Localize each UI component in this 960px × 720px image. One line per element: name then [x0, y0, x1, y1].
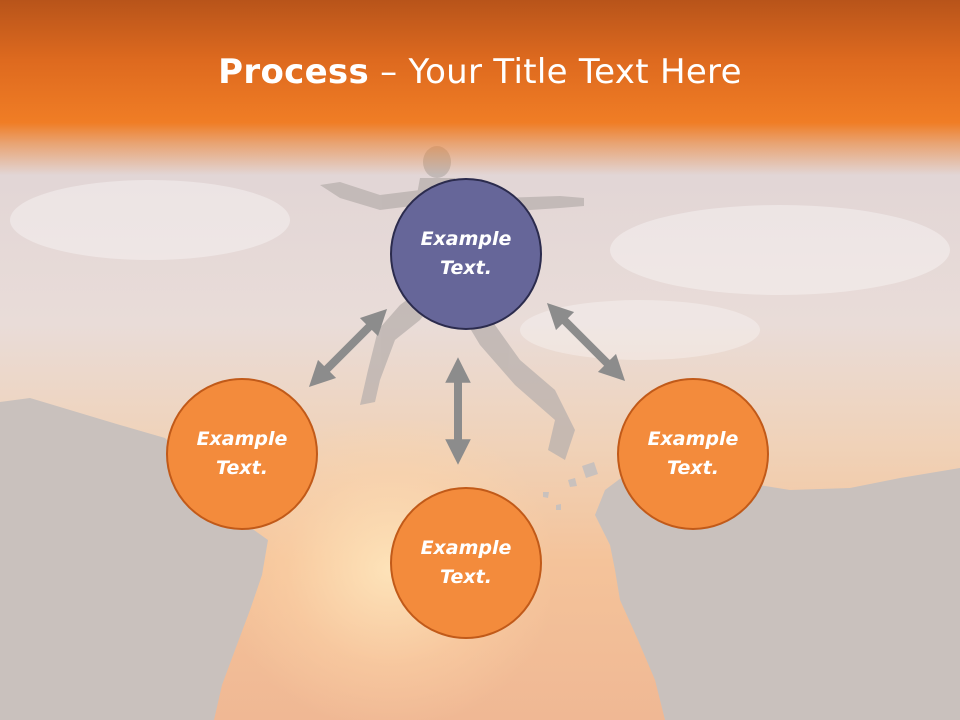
- double-arrow-right: [546, 302, 626, 382]
- rock-fragment: [543, 492, 549, 498]
- center-node-label: Example Text.: [420, 228, 512, 279]
- bottom-node[interactable]: Example Text.: [390, 487, 542, 639]
- rock-fragment: [556, 504, 561, 510]
- double-arrow-left: [308, 308, 388, 388]
- title-rest: – Your Title Text Here: [369, 52, 742, 92]
- right-cliff: [595, 468, 960, 720]
- center-node[interactable]: Example Text.: [390, 178, 542, 330]
- right-node[interactable]: Example Text.: [617, 378, 769, 530]
- slide-title: Process – Your Title Text Here: [0, 52, 960, 92]
- bottom-node-label: Example Text.: [420, 537, 512, 588]
- cloud: [10, 180, 290, 260]
- title-band: [0, 0, 960, 175]
- rock-fragment: [568, 478, 577, 487]
- left-node-label: Example Text.: [196, 428, 288, 479]
- left-node[interactable]: Example Text.: [166, 378, 318, 530]
- rock-fragment: [582, 462, 598, 478]
- title-bold: Process: [218, 52, 370, 92]
- right-node-label: Example Text.: [647, 428, 739, 479]
- cloud: [610, 205, 950, 295]
